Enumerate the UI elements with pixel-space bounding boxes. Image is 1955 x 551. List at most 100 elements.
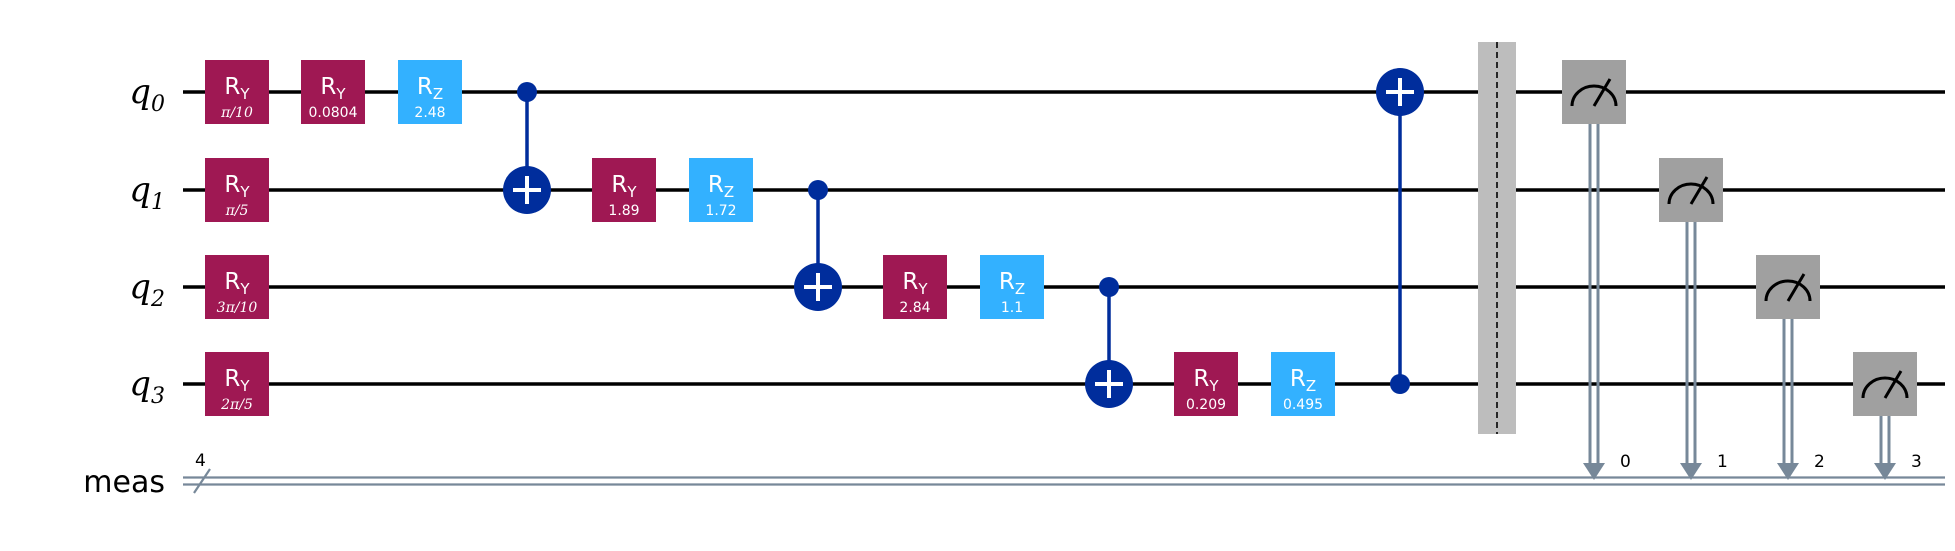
- qubit-index: 2: [150, 287, 165, 312]
- gate-box: [205, 158, 269, 222]
- target-plus-icon: [503, 166, 551, 214]
- gate-parameter: 0.209: [1186, 397, 1226, 413]
- gate-name-main: R: [320, 74, 336, 100]
- gate-name-main: R: [417, 74, 433, 100]
- cx-gate: [1376, 68, 1424, 394]
- gate-name-main: R: [1290, 366, 1306, 392]
- target-plus-icon: [1376, 68, 1424, 116]
- classical-bit-label: 3: [1911, 452, 1922, 472]
- meter-icon: [1570, 78, 1618, 107]
- ry-gate: RY 1.89: [592, 158, 656, 222]
- gate-name-main: R: [224, 269, 240, 295]
- control-dot-icon: [517, 82, 537, 102]
- measure-arrow-icon: [1777, 463, 1799, 480]
- gate-name-main: R: [224, 366, 240, 392]
- gate-name: RY: [1193, 366, 1219, 395]
- gate-parameter: 1.72: [705, 203, 736, 219]
- qubit-index: 3: [151, 384, 165, 409]
- gate-name-main: R: [224, 172, 240, 198]
- gate-parameter: 1.89: [608, 203, 639, 219]
- meter-arc: [1861, 376, 1909, 399]
- qubit-name: q: [129, 72, 151, 112]
- measure-arrow-icon: [1874, 463, 1896, 480]
- ry-gate: RY0.0804: [301, 60, 365, 124]
- gate-name-main: R: [224, 74, 240, 100]
- gate-name: RZ: [999, 269, 1025, 298]
- ry-gate: RY 0.209: [1174, 352, 1238, 416]
- qubit-label: q3: [129, 364, 165, 409]
- rz-gate: RZ 2.48: [398, 60, 462, 124]
- gate-name: RZ: [1290, 366, 1316, 395]
- classical-register-size: 4: [195, 451, 206, 471]
- gate-name-sub: Y: [917, 280, 928, 298]
- gate-name-sub: Y: [626, 183, 637, 201]
- meter-needle: [1689, 176, 1709, 205]
- gate-parameter: 0.495: [1283, 397, 1323, 413]
- gate-box: [1174, 352, 1238, 416]
- classical-register-label: meas: [83, 465, 165, 500]
- gate-name: RZ: [708, 172, 734, 201]
- ry-gate: RY 2.84: [883, 255, 947, 319]
- gate-parameter: π/5: [225, 203, 249, 219]
- gate-name-sub: Z: [1306, 377, 1316, 395]
- meter-arc: [1764, 279, 1812, 302]
- control-dot-icon: [808, 180, 828, 200]
- cx-gate: [503, 82, 551, 214]
- gate-name-main: R: [1193, 366, 1209, 392]
- rz-gate: RZ 0.495: [1271, 352, 1335, 416]
- gate-box: [205, 352, 269, 416]
- measure-gate: 1: [1659, 158, 1728, 480]
- gate-name: RY: [320, 74, 346, 103]
- gate-name: RY: [224, 74, 250, 103]
- ry-gate: RY 2π/5: [205, 352, 269, 416]
- gate-box: [883, 255, 947, 319]
- ry-gate: RYπ/5: [205, 158, 269, 222]
- meter-needle: [1883, 370, 1903, 399]
- qubit-label: q2: [129, 267, 165, 312]
- gate-name: RY: [224, 172, 250, 201]
- qubit-name: q: [129, 170, 151, 210]
- measure-gate: 2: [1756, 255, 1825, 480]
- wires-layer: [183, 90, 1945, 494]
- gate-box: [301, 60, 365, 124]
- barrier: [1478, 42, 1516, 434]
- qubit-name: q: [129, 267, 151, 307]
- qubit-index: 0: [151, 92, 165, 117]
- gate-name-sub: Z: [724, 183, 734, 201]
- gate-name-sub: Y: [239, 377, 250, 395]
- classical-bit-label: 0: [1620, 452, 1631, 472]
- gate-name: RY: [224, 366, 250, 395]
- meter-needle: [1592, 78, 1612, 107]
- gate-name: RY: [224, 269, 250, 298]
- bus-slash-icon: [193, 468, 211, 494]
- ry-gate: RY π/10: [205, 60, 269, 124]
- classical-bit-label: 1: [1717, 452, 1728, 472]
- gates-layer: RYπ/10RYπ/5RY3π/10RY2π/5RY0.0804RZ2.48RY…: [205, 42, 1922, 480]
- gate-name-sub: Z: [433, 85, 443, 103]
- gate-parameter: 2π/5: [220, 397, 253, 413]
- gate-name-sub: Y: [239, 183, 250, 201]
- meter-icon: [1861, 370, 1909, 399]
- target-plus-icon: [794, 263, 842, 311]
- meter-arc: [1570, 84, 1618, 107]
- gate-parameter: 2.48: [414, 105, 445, 121]
- meter-arc: [1667, 182, 1715, 205]
- control-dot-icon: [1390, 374, 1410, 394]
- gate-name-sub: Y: [239, 280, 250, 298]
- gate-parameter: 2.84: [899, 300, 930, 316]
- measure-box: [1562, 60, 1626, 124]
- gate-name-main: R: [611, 172, 627, 198]
- cx-gate: [1085, 277, 1133, 408]
- gate-box: [592, 158, 656, 222]
- gate-name-main: R: [902, 269, 918, 295]
- measure-box: [1659, 158, 1723, 222]
- qubit-index: 1: [151, 190, 165, 215]
- measure-arrow-icon: [1680, 463, 1702, 480]
- classical-bit-label: 2: [1814, 452, 1825, 472]
- gate-box: [980, 255, 1044, 319]
- gate-box: [398, 60, 462, 124]
- measure-box: [1756, 255, 1820, 319]
- gate-parameter: π/10: [220, 105, 253, 121]
